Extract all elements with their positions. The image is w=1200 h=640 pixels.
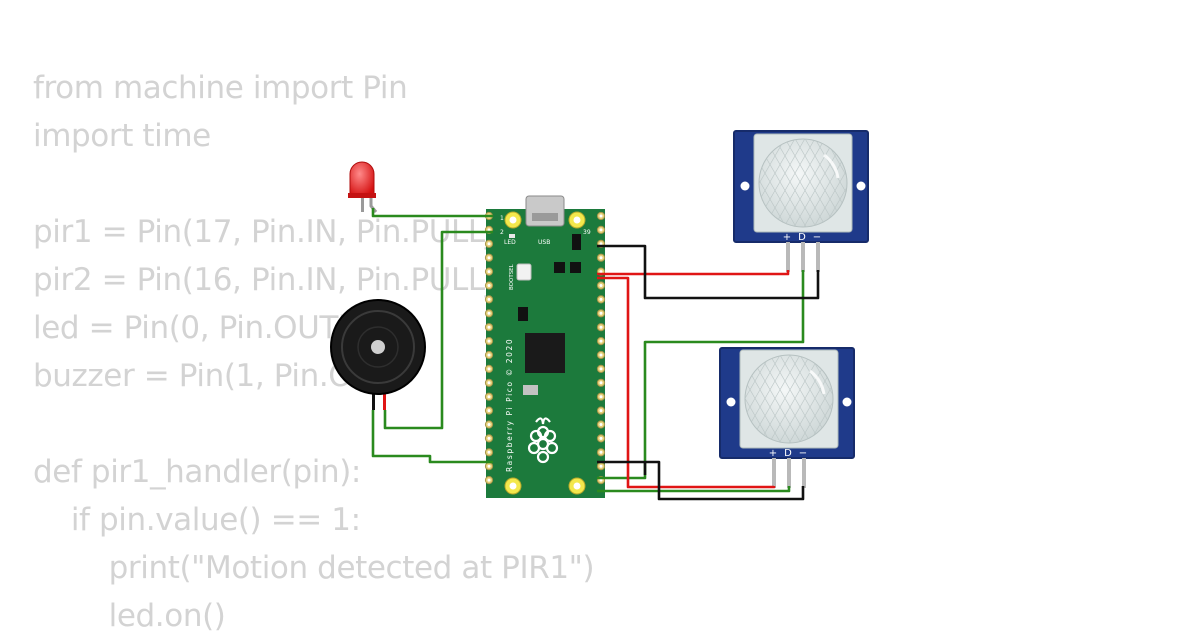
pico-pin-hole bbox=[487, 353, 491, 357]
pico-pin2-label: 2 bbox=[500, 229, 504, 236]
pico-pin-hole bbox=[487, 450, 491, 454]
pico-pin-hole bbox=[599, 478, 603, 482]
pico-pin1-label: 1 bbox=[500, 215, 504, 222]
wire-buzzer-gnd bbox=[371, 410, 493, 464]
pico-pin-hole bbox=[487, 381, 491, 385]
pico-pin-hole bbox=[487, 395, 491, 399]
pir2-minus-label: − bbox=[799, 448, 807, 459]
pico-pin-hole bbox=[599, 353, 603, 357]
code-line: led = Pin(0, Pin.OUT) bbox=[33, 310, 350, 346]
pico-pin-hole bbox=[599, 214, 603, 218]
code-line: pir2 = Pin(16, Pin.IN, Pin.PULL_ bbox=[33, 262, 500, 298]
code-line: import time bbox=[33, 118, 211, 154]
pico-pin-hole bbox=[599, 284, 603, 287]
pico-pin-hole bbox=[487, 423, 491, 426]
wire-pir1-vcc bbox=[597, 270, 790, 276]
pico-pin-hole bbox=[599, 395, 603, 399]
pico-board-name: Raspberry Pi Pico © 2020 bbox=[505, 338, 514, 472]
pir2-d-label: D bbox=[784, 448, 792, 459]
led[interactable] bbox=[348, 161, 378, 213]
pico-pin-hole bbox=[599, 325, 603, 329]
pico-pin39-label: 39 bbox=[583, 229, 591, 236]
wire-pir2-signal bbox=[597, 486, 791, 493]
pico-pin-hole bbox=[599, 381, 603, 385]
raspberry-logo-icon bbox=[527, 417, 559, 464]
wire-buzzer-gp1 bbox=[383, 230, 493, 430]
pir1-plus-label: + bbox=[783, 232, 791, 243]
pir2-plus-label: + bbox=[769, 448, 777, 459]
pico-pin-hole bbox=[487, 284, 491, 287]
pico-pins bbox=[484, 211, 606, 485]
wires bbox=[371, 208, 820, 501]
pico-pin-hole bbox=[487, 409, 491, 413]
pico-pin-hole bbox=[599, 450, 603, 454]
pico-bootsel-label: BOOTSEL bbox=[509, 263, 515, 290]
pico-pin-hole bbox=[487, 367, 491, 371]
pico-pin-hole bbox=[599, 242, 603, 246]
pir-sensor-1[interactable]: + D − bbox=[733, 130, 869, 272]
pico-pin-hole bbox=[487, 325, 491, 329]
pir1-minus-label: − bbox=[813, 232, 821, 243]
pico-pin-hole bbox=[599, 256, 603, 260]
pico-pin-hole bbox=[599, 367, 603, 371]
pico-pin-hole bbox=[599, 464, 603, 468]
pico-pin-hole bbox=[487, 297, 491, 301]
code-line: if pin.value() == 1: bbox=[33, 502, 361, 538]
pico-pin-hole bbox=[487, 464, 491, 468]
buzzer[interactable] bbox=[330, 299, 426, 410]
pico-pin-hole bbox=[599, 297, 603, 301]
wire-pir2-gnd bbox=[597, 460, 805, 501]
pico-pin-hole bbox=[599, 339, 603, 343]
code-line: from machine import Pin bbox=[33, 70, 408, 106]
pico-pin-hole bbox=[487, 242, 491, 246]
pico-pin-hole bbox=[487, 436, 491, 440]
pico-pin-hole bbox=[487, 478, 491, 482]
pico-pin-hole bbox=[599, 409, 603, 413]
pir1-d-label: D bbox=[798, 232, 806, 243]
pico-usb-label: USB bbox=[538, 239, 550, 246]
wire-pir2-vcc bbox=[597, 276, 776, 489]
pico-pin-hole bbox=[599, 228, 603, 232]
pico-pin-hole bbox=[487, 311, 491, 315]
code-line: def pir1_handler(pin): bbox=[33, 454, 361, 490]
pico-pin-hole bbox=[487, 256, 491, 260]
pico-led-label: LED bbox=[504, 239, 516, 246]
pico-pin-hole bbox=[599, 270, 603, 274]
raspberry-pi-pico[interactable]: LED USB 1 2 39 BOOTSEL Raspberry Pi Pico… bbox=[484, 195, 606, 498]
pico-pin-hole bbox=[487, 339, 491, 343]
pico-pin-hole bbox=[599, 311, 603, 315]
pico-pin-hole bbox=[487, 228, 491, 232]
wire-led-gp0 bbox=[371, 208, 493, 218]
pico-pin-hole bbox=[599, 423, 603, 426]
pir-sensor-2[interactable]: + D − bbox=[719, 347, 855, 488]
pico-pin-hole bbox=[599, 436, 603, 440]
pico-pin-hole bbox=[487, 270, 491, 274]
wire-pir1-gnd bbox=[597, 244, 820, 300]
code-line: print("Motion detected at PIR1") bbox=[33, 550, 595, 586]
code-line: led.on() bbox=[33, 598, 226, 634]
